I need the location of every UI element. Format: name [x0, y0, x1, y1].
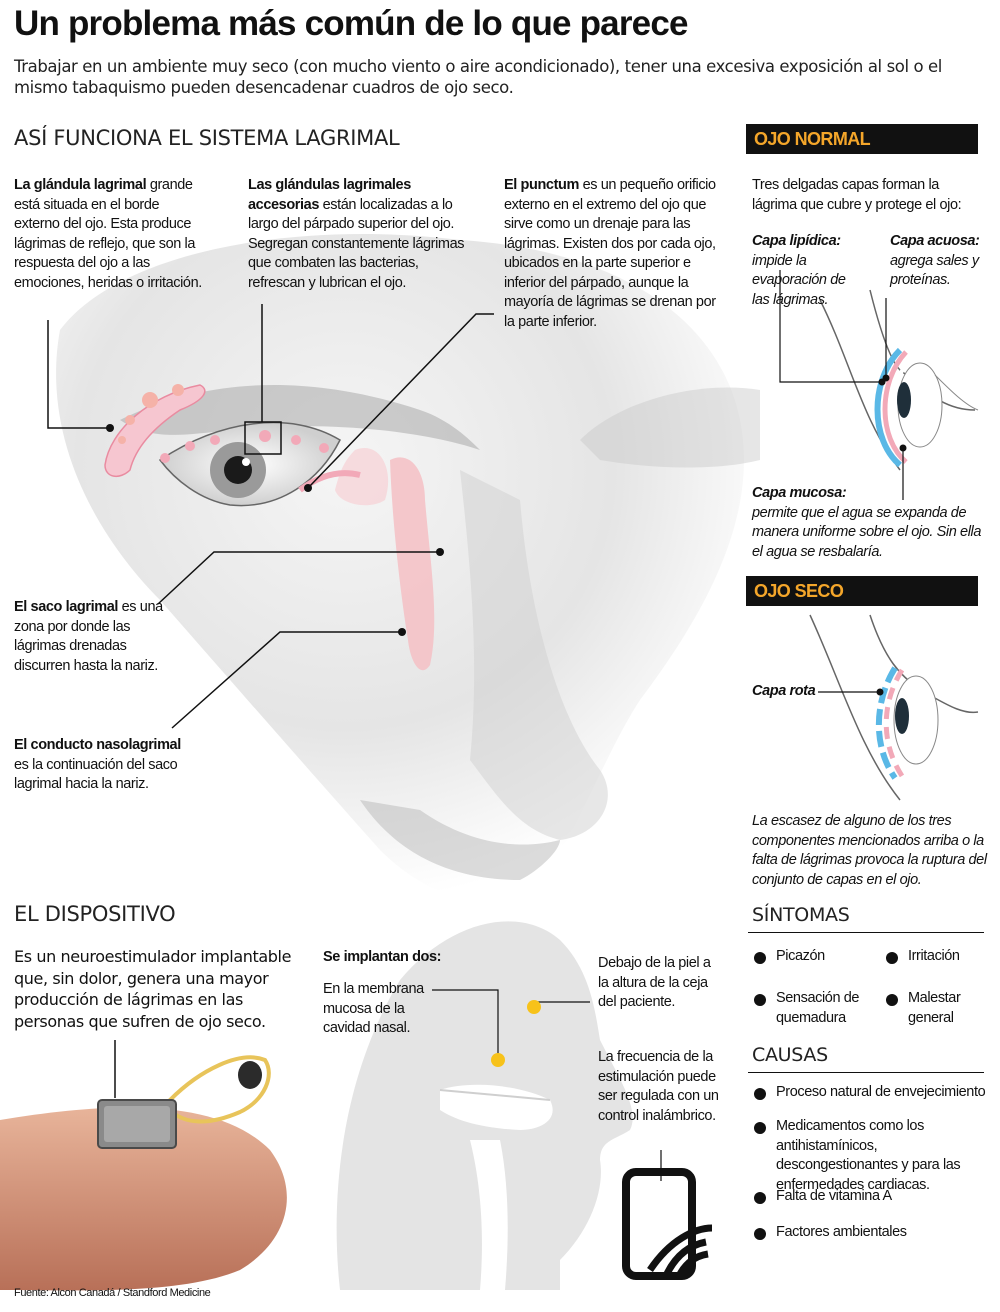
membrana-text: En la membrana mucosa de la cavidad nasa… [323, 981, 424, 1036]
accesorias-desc: están localizadas a lo largo del párpado… [248, 196, 465, 291]
sintomas-divider [748, 932, 984, 933]
capa-acuosa-title: Capa acuosa: [890, 233, 980, 249]
intro-text: Trabajar en un ambiente muy seco (con mu… [14, 57, 942, 97]
causas-divider [748, 1072, 984, 1073]
dispositivo-text: Es un neuroestimulador implantable que, … [14, 947, 292, 1031]
bullet-icon [754, 1192, 766, 1204]
bullet-icon [886, 952, 898, 964]
glandula-bold: La glándula lagrimal [14, 177, 147, 193]
saco-lagrimal-text: El saco lagrimal es una zona por donde l… [14, 598, 164, 676]
capa-mucosa-title: Capa mucosa: [752, 485, 847, 501]
capa-lipidica-desc: impide la evaporación de las lágrimas. [752, 252, 846, 308]
capa-lipidica-title: Capa lipídica: [752, 233, 841, 249]
punctum-bold: El punctum [504, 177, 579, 193]
conducto-nasolagrimal-text: El conducto nasolagrimal es la continuac… [14, 736, 194, 795]
bullet-icon [754, 952, 766, 964]
bullet-icon [754, 1122, 766, 1134]
ojo-seco-label: OJO SECO [746, 576, 978, 606]
bullet-icon [754, 994, 766, 1006]
sistema-heading: ASÍ FUNCIONA EL SISTEMA LAGRIMAL [14, 126, 400, 150]
capa-acuosa-desc: agrega sales y proteínas. [890, 252, 979, 289]
frecuencia-text: La frecuencia de la estimulación puede s… [598, 1049, 719, 1124]
sintoma-item: Irritación [908, 948, 960, 964]
dispositivo-heading: EL DISPOSITIVO [14, 902, 176, 926]
causa-item: Falta de vitamina A [776, 1188, 892, 1204]
causas-heading: CAUSAS [752, 1044, 828, 1066]
capa-mucosa: Capa mucosa: permite que el agua se expa… [752, 484, 988, 562]
punctum-text: El punctum es un pequeño orificio extern… [504, 176, 718, 332]
causa-item: Proceso natural de envejecimiento [776, 1084, 986, 1100]
glandula-lagrimal-text: La glándula lagrimal grande está situada… [14, 176, 204, 293]
implantan-label: Se implantan dos: [323, 949, 442, 965]
ojo-seco-text: La escasez de alguno de los tres compone… [752, 813, 987, 888]
causa-item: Factores ambientales [776, 1224, 907, 1240]
conducto-bold: El conducto nasolagrimal [14, 737, 181, 753]
ojo-normal-intro: Tres delgadas capas forman la lágrima qu… [752, 177, 962, 213]
glandulas-accesorias-text: Las glándulas lagrimales accesorias está… [248, 176, 478, 293]
bullet-icon [754, 1228, 766, 1240]
sintomas-heading: SÍNTOMAS [752, 904, 850, 926]
sintoma-item: Picazón [776, 948, 825, 964]
capa-rota-label: Capa rota [752, 683, 816, 699]
causa-item: Medicamentos como los antihistamínicos, … [776, 1118, 961, 1193]
fuente-text: Fuente: Alcon Canadá / Standford Medicin… [14, 1287, 211, 1299]
sintoma-item: Malestar general [908, 990, 961, 1026]
bullet-icon [886, 994, 898, 1006]
sintoma-item: Sensación de quemadura [776, 990, 860, 1026]
page-title: Un problema más común de lo que parece [14, 4, 688, 43]
saco-desc: es una zona por donde las lágrimas drena… [14, 599, 163, 674]
saco-bold: El saco lagrimal [14, 599, 119, 615]
bullet-icon [754, 1088, 766, 1100]
debajo-piel-text: Debajo de la piel a la altura de la ceja… [598, 955, 711, 1010]
capa-lipidica: Capa lipídica: impide la evaporación de … [752, 232, 862, 310]
conducto-desc: es la continuación del saco lagrimal hac… [14, 756, 178, 793]
capa-mucosa-desc: permite que el agua se expanda de manera… [752, 504, 982, 560]
punctum-desc: es un pequeño orificio externo en el ext… [504, 177, 716, 330]
capa-acuosa: Capa acuosa: agrega sales y proteínas. [890, 232, 990, 291]
glandula-desc: grande está situada en el borde externo … [14, 177, 202, 291]
accesorias-bold: Las glándulas lagrimales accesorias [248, 177, 411, 213]
ojo-normal-label: OJO NORMAL [746, 124, 978, 154]
